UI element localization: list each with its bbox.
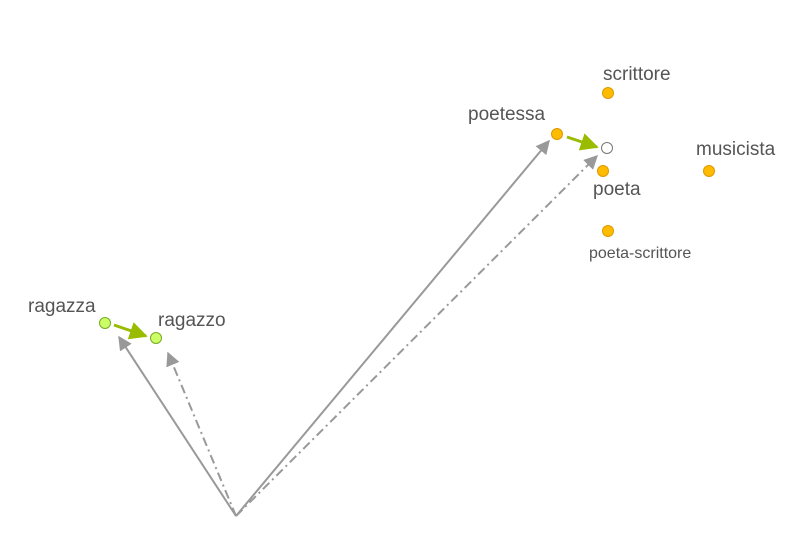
point-poeta bbox=[597, 165, 609, 177]
label-poeta-scrittore: poeta-scrittore bbox=[589, 245, 691, 262]
point-ragazza bbox=[99, 317, 111, 329]
label-ragazzo: ragazzo bbox=[158, 310, 226, 331]
vector-predicted-dashed bbox=[235, 155, 598, 517]
point-poetessa bbox=[551, 128, 563, 140]
label-ragazza: ragazza bbox=[28, 296, 96, 317]
vector-poetessa bbox=[235, 139, 550, 517]
point-poeta-scrittore bbox=[602, 225, 614, 237]
point-predicted bbox=[601, 142, 613, 154]
label-scrittore: scrittore bbox=[603, 64, 671, 85]
point-scrittore bbox=[602, 87, 614, 99]
point-musicista bbox=[703, 165, 715, 177]
point-ragazzo bbox=[150, 332, 162, 344]
label-musicista: musicista bbox=[696, 139, 776, 160]
offset-arrow-poetessa-prediction bbox=[566, 133, 599, 151]
offset-arrow-ragazza-ragazzo bbox=[113, 322, 148, 340]
vector-ragazza bbox=[118, 335, 237, 517]
label-poetessa: poetessa bbox=[468, 104, 546, 125]
vector-ragazzo-dashed bbox=[166, 351, 237, 517]
label-poeta: poeta bbox=[593, 179, 641, 200]
